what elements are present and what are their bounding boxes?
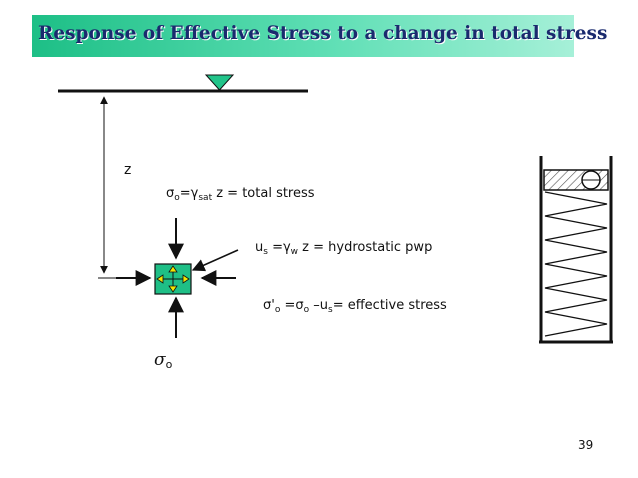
spring-piston-icon — [539, 156, 613, 344]
slide-title: Response of Effective Stress to a change… — [38, 23, 608, 44]
total-stress-label: σo=γsat z = total stress — [166, 186, 315, 203]
page-number: 39 — [578, 438, 594, 452]
depth-label: z — [124, 162, 132, 178]
effective-stress-label: σ'o =σo –us= effective stress — [263, 298, 447, 315]
title-bar: Response of Effective Stress to a change… — [32, 15, 607, 57]
sigma-bottom-label: σo — [154, 350, 173, 371]
water-table-icon — [204, 74, 235, 91]
pwp-pointer-arrow — [191, 249, 239, 272]
soil-element-icon — [154, 263, 192, 295]
pwp-label: us =γw z = hydrostatic pwp — [255, 240, 433, 257]
